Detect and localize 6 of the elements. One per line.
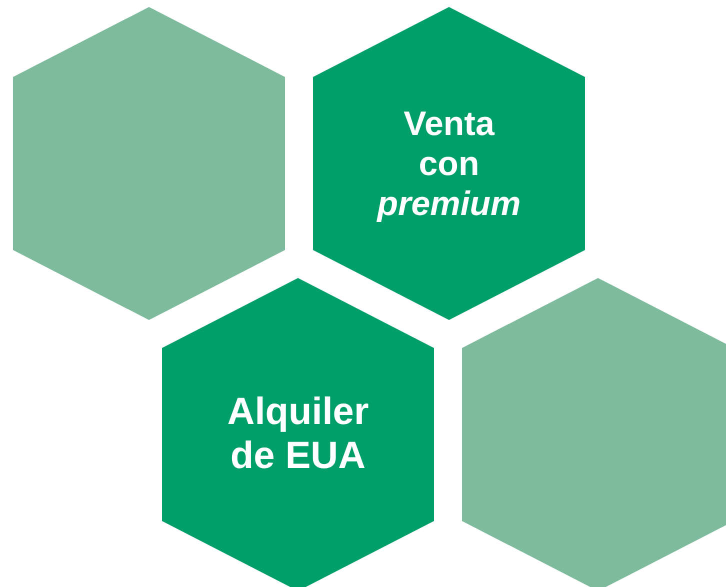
hexagon-tile [313, 7, 585, 320]
hexagon-tile [13, 7, 285, 320]
tile-label: Venta con premium [376, 103, 522, 224]
hexagon-tile [162, 278, 434, 587]
hexagon-tile [462, 278, 726, 587]
tile-label: Alquiler de EUA [226, 390, 370, 480]
